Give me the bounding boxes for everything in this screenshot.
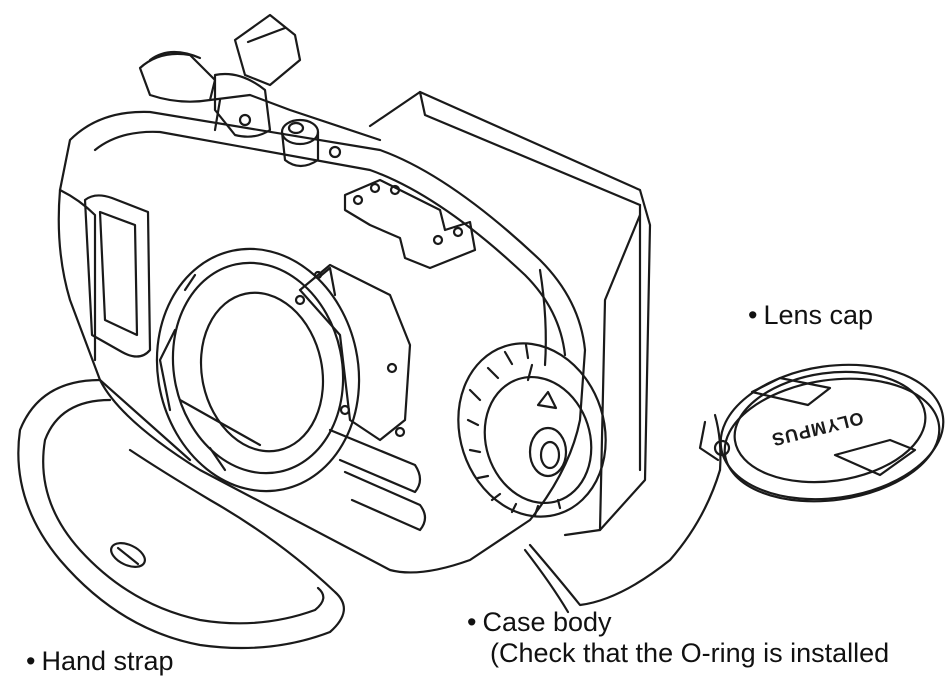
rear-box (368, 90, 652, 537)
bullet: • (467, 607, 477, 637)
bullet: • (748, 300, 758, 330)
case-body-note-text: (Check that the O-ring is installed (490, 638, 890, 668)
lens-cap-label-text: Lens cap (763, 300, 874, 330)
lens-cap-label: •Lens cap (748, 300, 873, 330)
hand-strap-label-text: Hand strap (41, 646, 174, 676)
hand-strap-label: •Hand strap (26, 646, 174, 676)
diagram-stage: OLYMPUS •Lens cap •Case body (Check that… (17, 13, 945, 676)
case-body (57, 93, 587, 574)
lens-cap (713, 363, 945, 503)
case-body-label: •Case body (467, 607, 612, 637)
housing-illustration (17, 13, 945, 650)
side-dial (457, 342, 607, 518)
hand-strap (17, 378, 345, 650)
lens-port (155, 247, 412, 493)
bullet: • (26, 646, 36, 676)
case-body-note: (Check that the O-ring is installed (490, 638, 889, 668)
top-lever (138, 13, 342, 168)
case-body-label-text: Case body (482, 607, 612, 637)
